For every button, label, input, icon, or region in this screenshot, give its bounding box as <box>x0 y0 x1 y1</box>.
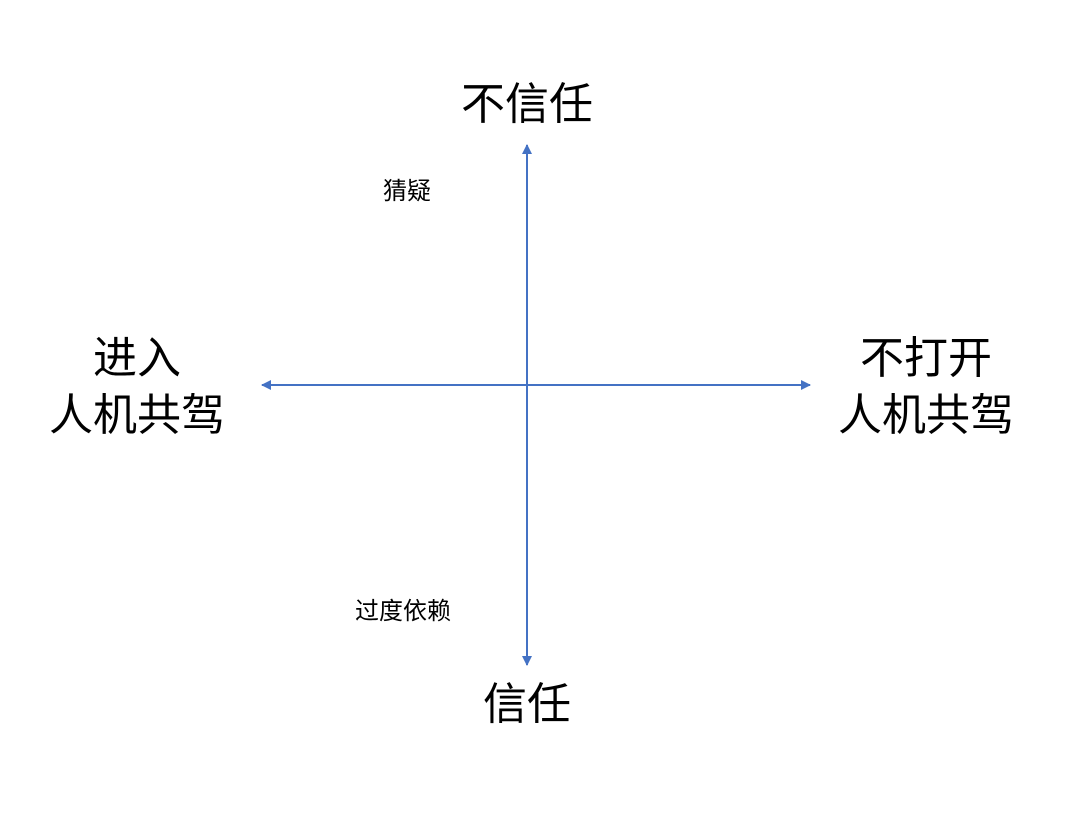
bottom-label: 信任 <box>483 679 571 730</box>
right-label: 不打开 人机共驾 <box>806 330 1046 444</box>
left-label: 进入 人机共驾 <box>17 330 257 444</box>
left-label-line2: 人机共驾 <box>49 390 225 442</box>
right-label-line1: 不打开 <box>860 333 992 384</box>
lower-quadrant-label: 过度依赖 <box>355 597 451 625</box>
right-label-line2: 人机共驾 <box>838 390 1014 442</box>
left-label-line1: 进入 <box>93 333 181 384</box>
upper-quadrant-label: 猜疑 <box>383 177 431 205</box>
top-label: 不信任 <box>461 79 593 130</box>
